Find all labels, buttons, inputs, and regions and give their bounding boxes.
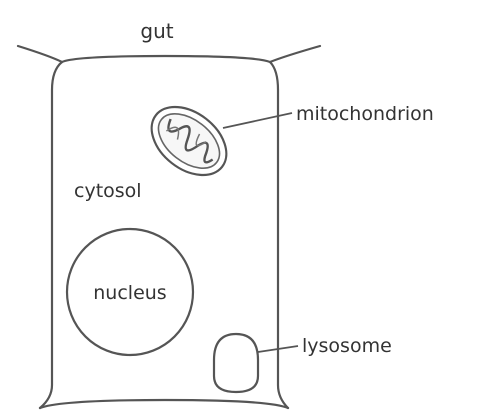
lysosome-organelle [214,334,258,392]
lysosome-label: lysosome [302,335,392,357]
cell-left-membrane [40,62,62,408]
cytosol-label: cytosol [74,180,142,202]
cell-top-boundary [18,46,320,62]
mitochondrion-leader-line [223,113,292,128]
gut-label: gut [140,19,173,43]
cell-bottom-boundary [40,400,288,408]
mitochondrion-organelle [139,93,240,189]
mitochondrion-label: mitochondrion [296,103,434,125]
nucleus-label: nucleus [93,282,166,304]
